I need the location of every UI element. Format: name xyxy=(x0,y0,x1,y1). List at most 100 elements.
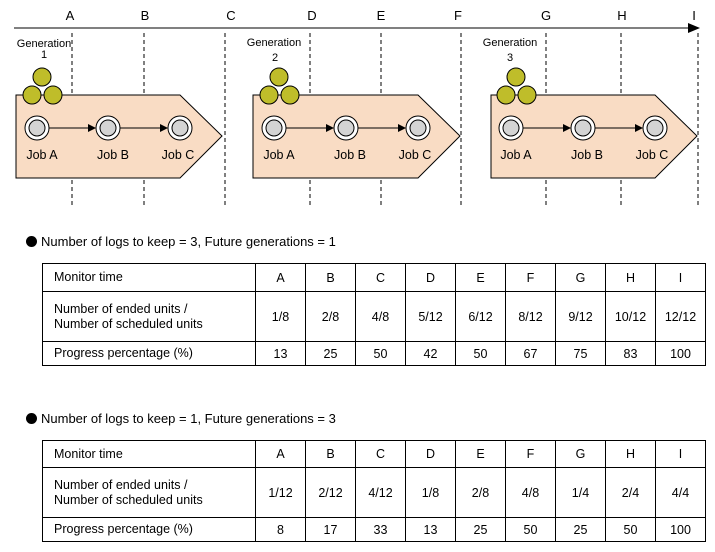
table-cell: 33 xyxy=(355,517,406,542)
timeline-arrowhead-icon xyxy=(688,23,700,33)
table-cell: 50 xyxy=(605,517,656,542)
generation-log-icon xyxy=(32,67,52,87)
table-header-cell: E xyxy=(455,263,506,292)
table-cell: 2/4 xyxy=(605,467,656,518)
job-label: Job A xyxy=(263,148,295,162)
table-cell: 9/12 xyxy=(555,291,606,342)
section-1-title: Number of logs to keep = 3, Future gener… xyxy=(26,234,336,249)
table-cell: 50 xyxy=(355,341,406,366)
monitor-point-label: B xyxy=(141,8,150,23)
bullet-icon xyxy=(26,236,37,247)
section-title-text: Number of logs to keep = 1, Future gener… xyxy=(41,411,336,426)
section-title-text: Number of logs to keep = 3, Future gener… xyxy=(41,234,336,249)
job-label: Job A xyxy=(26,148,58,162)
arrowhead-icon xyxy=(326,124,334,132)
generation-number: 3 xyxy=(507,52,513,64)
generation-arrow-shape xyxy=(252,94,461,179)
generation-1-flow: Generation 1 Job A Job B Job C xyxy=(15,38,223,179)
table-cell: 25 xyxy=(455,517,506,542)
generation-arrow-shape xyxy=(15,94,223,179)
generation-3-flow: Generation 3 Job A Job B Job C xyxy=(483,37,698,179)
row-label: Progress percentage (%) xyxy=(42,341,256,366)
generation-log-icon xyxy=(22,85,42,105)
table-header-cell: H xyxy=(605,263,656,292)
monitor-point-label: G xyxy=(541,8,551,23)
table-header-cell: A xyxy=(255,263,306,292)
table-cell: 4/12 xyxy=(355,467,406,518)
arrowhead-icon xyxy=(563,124,571,132)
monitor-point-label: F xyxy=(454,8,462,23)
table-cell: 67 xyxy=(505,341,556,366)
table-cell: 2/12 xyxy=(305,467,356,518)
table-cell: 25 xyxy=(555,517,606,542)
monitor-point-label: H xyxy=(617,8,626,23)
job-label: Job B xyxy=(334,148,366,162)
monitor-point-label: I xyxy=(692,8,696,23)
table-cell: 10/12 xyxy=(605,291,656,342)
table-header-cell: B xyxy=(305,440,356,468)
table-header-cell: D xyxy=(405,440,456,468)
table-header-cell: D xyxy=(405,263,456,292)
row-label: Number of ended units / Number of schedu… xyxy=(42,467,256,518)
generation-label: Generation xyxy=(483,37,537,49)
job-label: Job B xyxy=(97,148,129,162)
generation-log-icon xyxy=(259,85,279,105)
table-header-cell: I xyxy=(655,440,706,468)
table-header-cell: G xyxy=(555,440,606,468)
generation-label: Generation xyxy=(17,38,71,50)
generation-log-icon xyxy=(269,67,289,87)
generation-2-flow: Generation 2 Job A Job B Job C xyxy=(247,37,461,179)
table-cell: 42 xyxy=(405,341,456,366)
job-label: Job C xyxy=(636,148,669,162)
table-cell: 50 xyxy=(505,517,556,542)
table-cell: 100 xyxy=(655,517,706,542)
job-label: Job C xyxy=(162,148,195,162)
arrowhead-icon xyxy=(160,124,168,132)
table-header-cell: I xyxy=(655,263,706,292)
generation-timeline-diagram: A B C D E F G H I Generation 1 Job A Job… xyxy=(14,8,700,205)
generation-log-icon xyxy=(506,67,526,87)
table-header-label: Monitor time xyxy=(42,440,256,468)
table-cell: 1/4 xyxy=(555,467,606,518)
table-row: Number of ended units / Number of schedu… xyxy=(42,291,706,342)
table-row: Progress percentage (%) 8 17 33 13 25 50… xyxy=(42,517,706,542)
table-row: Monitor time A B C D E F G H I xyxy=(42,263,706,292)
table-cell: 100 xyxy=(655,341,706,366)
table-cell: 2/8 xyxy=(455,467,506,518)
table-cell: 75 xyxy=(555,341,606,366)
progress-table-1: Monitor time A B C D E F G H I Number of… xyxy=(42,263,706,366)
section-2-title: Number of logs to keep = 1, Future gener… xyxy=(26,411,336,426)
generation-arrow-shape xyxy=(490,94,698,179)
generation-number: 1 xyxy=(41,49,47,61)
row-label: Number of ended units / Number of schedu… xyxy=(42,291,256,342)
table-cell: 25 xyxy=(305,341,356,366)
table-cell: 5/12 xyxy=(405,291,456,342)
table-header-cell: E xyxy=(455,440,506,468)
table-header-cell: F xyxy=(505,440,556,468)
table-header-cell: F xyxy=(505,263,556,292)
generation-log-icon xyxy=(280,85,300,105)
table-row: Monitor time A B C D E F G H I xyxy=(42,440,706,468)
table-cell: 13 xyxy=(255,341,306,366)
table-cell: 83 xyxy=(605,341,656,366)
job-label: Job B xyxy=(571,148,603,162)
arrowhead-icon xyxy=(398,124,406,132)
generation-number: 2 xyxy=(272,52,278,64)
monitor-point-label: D xyxy=(307,8,316,23)
table-header-cell: C xyxy=(355,440,406,468)
arrowhead-icon xyxy=(635,124,643,132)
table-cell: 13 xyxy=(405,517,456,542)
bullet-icon xyxy=(26,413,37,424)
table-cell: 4/8 xyxy=(505,467,556,518)
arrowhead-icon xyxy=(88,124,96,132)
table-cell: 1/8 xyxy=(405,467,456,518)
job-label: Job C xyxy=(399,148,432,162)
table-row: Progress percentage (%) 13 25 50 42 50 6… xyxy=(42,341,706,366)
table-cell: 17 xyxy=(305,517,356,542)
generation-log-icon xyxy=(517,85,537,105)
generation-label: Generation xyxy=(247,37,301,49)
table-cell: 1/12 xyxy=(255,467,306,518)
job-label: Job A xyxy=(500,148,532,162)
table-cell: 8/12 xyxy=(505,291,556,342)
table-cell: 4/8 xyxy=(355,291,406,342)
